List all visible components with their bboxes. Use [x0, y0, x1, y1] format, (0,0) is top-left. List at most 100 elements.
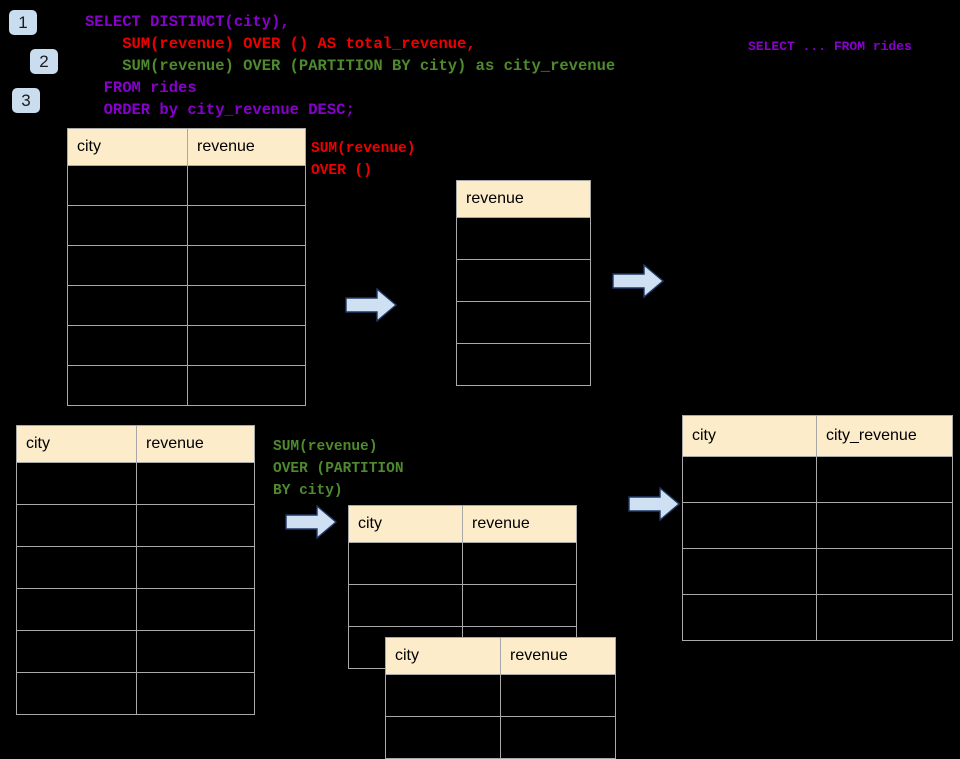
table-header-row: city city_revenue — [682, 415, 953, 457]
column-header-city: city — [385, 637, 501, 675]
table-cell — [136, 630, 255, 673]
table-cell — [682, 548, 817, 595]
source-table-bottom: city revenue — [16, 425, 255, 715]
table-cell — [16, 546, 137, 589]
table-cell — [67, 205, 188, 246]
table-row — [682, 594, 953, 641]
table-header-row: city revenue — [67, 128, 306, 166]
table-cell — [136, 546, 255, 589]
column-header-revenue: revenue — [500, 637, 616, 675]
table-cell — [816, 502, 953, 549]
source-table-top: city revenue — [67, 128, 306, 406]
table-row — [16, 462, 255, 505]
column-header-city: city — [16, 425, 137, 463]
table-cell — [456, 259, 591, 302]
table-cell — [136, 462, 255, 505]
arrow-right-icon — [285, 505, 337, 539]
table-row — [456, 259, 591, 302]
table-cell — [67, 325, 188, 366]
partition-table-b: city revenue — [385, 637, 616, 759]
table-row — [348, 584, 577, 627]
table-cell — [67, 365, 188, 406]
column-header-revenue: revenue — [462, 505, 577, 543]
table-cell — [187, 325, 306, 366]
arrow-right-icon — [345, 288, 397, 322]
table-row — [682, 502, 953, 549]
table-row — [67, 325, 306, 366]
step-badge-3: 3 — [12, 88, 40, 113]
table-row — [16, 672, 255, 715]
total-revenue-table: revenue — [456, 180, 591, 386]
table-cell — [187, 245, 306, 286]
table-header-row: revenue — [456, 180, 591, 218]
table-cell — [136, 504, 255, 547]
table-cell — [816, 548, 953, 595]
sql-line-city-revenue: SUM(revenue) OVER (PARTITION BY city) as… — [85, 57, 616, 75]
table-header-row: city revenue — [385, 637, 616, 675]
column-header-revenue: revenue — [187, 128, 306, 166]
sql-line-total-revenue: SUM(revenue) OVER () AS total_revenue, — [85, 35, 476, 53]
table-header-row: city revenue — [16, 425, 255, 463]
table-cell — [16, 504, 137, 547]
sql-line-from-rides: FROM rides — [85, 79, 197, 97]
table-cell — [816, 594, 953, 641]
table-row — [16, 588, 255, 631]
table-row — [67, 285, 306, 326]
arrow-right-icon — [612, 264, 664, 298]
table-cell — [16, 630, 137, 673]
arrow-right-icon — [628, 487, 680, 521]
table-row — [456, 343, 591, 386]
table-cell — [500, 674, 616, 717]
table-row — [67, 245, 306, 286]
column-header-city-revenue: city_revenue — [816, 415, 953, 457]
table-row — [67, 205, 306, 246]
table-cell — [187, 285, 306, 326]
table-cell — [136, 672, 255, 715]
table-cell — [682, 502, 817, 549]
table-cell — [682, 456, 817, 503]
sql-line-order-by: ORDER by city_revenue DESC; — [85, 101, 355, 119]
table-cell — [16, 462, 137, 505]
caption-sum-over-partition: SUM(revenue) OVER (PARTITION BY city) — [273, 439, 404, 499]
sql-line-select-distinct: SELECT DISTINCT(city), — [85, 13, 290, 31]
table-header-row: city revenue — [348, 505, 577, 543]
table-cell — [67, 245, 188, 286]
table-row — [385, 674, 616, 717]
table-cell — [816, 456, 953, 503]
sql-aside-select-from-rides: SELECT ... FROM rides — [748, 39, 912, 54]
caption-sum-over-empty: SUM(revenue) OVER () — [311, 141, 416, 179]
table-row — [16, 546, 255, 589]
table-cell — [67, 285, 188, 326]
table-cell — [682, 594, 817, 641]
table-row — [385, 716, 616, 759]
table-cell — [462, 584, 577, 627]
table-cell — [456, 343, 591, 386]
table-row — [16, 630, 255, 673]
step-badge-1: 1 — [9, 10, 37, 35]
table-cell — [187, 365, 306, 406]
table-cell — [67, 165, 188, 206]
table-cell — [187, 205, 306, 246]
table-row — [456, 301, 591, 344]
column-header-revenue: revenue — [456, 180, 591, 218]
table-cell — [385, 716, 501, 759]
table-row — [348, 542, 577, 585]
table-cell — [456, 301, 591, 344]
table-cell — [136, 588, 255, 631]
table-cell — [16, 588, 137, 631]
table-cell — [500, 716, 616, 759]
table-row — [682, 456, 953, 503]
column-header-city: city — [348, 505, 463, 543]
table-cell — [456, 217, 591, 260]
step-badge-2: 2 — [30, 49, 58, 74]
column-header-city: city — [682, 415, 817, 457]
table-cell — [462, 542, 577, 585]
table-cell — [187, 165, 306, 206]
table-row — [16, 504, 255, 547]
result-table: city city_revenue — [682, 415, 953, 641]
table-cell — [385, 674, 501, 717]
table-cell — [16, 672, 137, 715]
column-header-city: city — [67, 128, 188, 166]
table-cell — [348, 542, 463, 585]
table-row — [682, 548, 953, 595]
